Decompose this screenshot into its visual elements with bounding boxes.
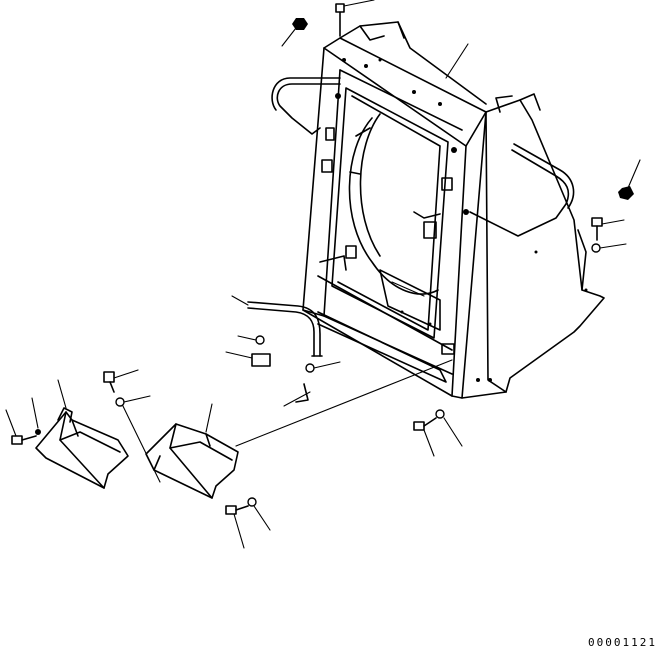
lift-handle <box>231 295 323 357</box>
lower-fasteners <box>5 369 463 549</box>
handrail-right <box>463 143 575 237</box>
top-fasteners <box>281 0 641 253</box>
drawing-code: 00001121 <box>588 636 657 649</box>
small-fasteners <box>225 335 341 407</box>
cover-leader <box>235 359 453 447</box>
bottom-cover-right <box>145 423 239 499</box>
handrail-left <box>271 77 341 135</box>
cover-leader <box>119 399 161 483</box>
bottom-cover-left <box>35 407 129 489</box>
radiator-frame <box>302 21 605 399</box>
